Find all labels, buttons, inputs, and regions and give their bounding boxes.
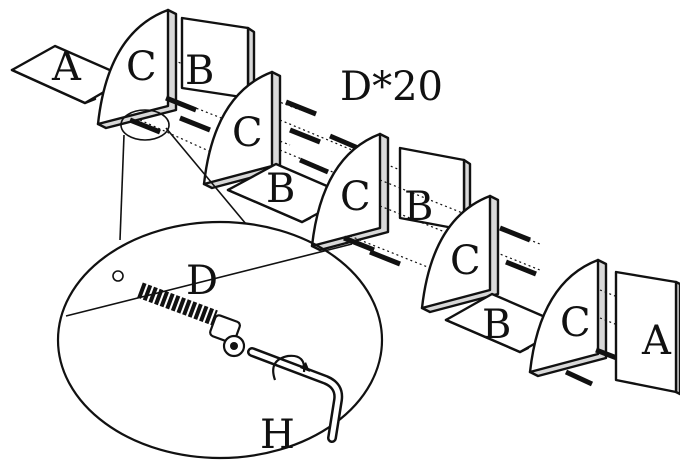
count-label: D*20 xyxy=(340,64,443,110)
panel-c-2: C xyxy=(202,70,282,190)
label-a-right: A xyxy=(641,318,672,364)
panel-c-3: C xyxy=(310,132,390,252)
screw-d-detail: D xyxy=(137,258,246,358)
screws-group-1 xyxy=(129,95,321,145)
label-b-2: B xyxy=(266,166,295,212)
label-a-left: A xyxy=(51,44,82,90)
zoom-callout xyxy=(56,109,384,460)
panel-c-5: C xyxy=(528,258,608,378)
label-c-4: C xyxy=(450,238,481,284)
label-b-1: B xyxy=(185,48,214,94)
label-c-5: C xyxy=(560,300,591,346)
panel-a-right: A xyxy=(614,270,680,396)
label-d: D xyxy=(186,258,218,304)
panel-b-3: B xyxy=(398,146,472,236)
allen-key-h: H xyxy=(247,347,344,458)
label-c-3: C xyxy=(340,174,371,220)
panel-a-left: A xyxy=(10,44,130,105)
label-c-1: C xyxy=(126,44,157,90)
panel-c-1: C xyxy=(96,8,178,130)
label-h: H xyxy=(260,412,295,458)
panel-c-4: C xyxy=(420,194,500,314)
label-b-4: B xyxy=(482,302,511,348)
label-c-2: C xyxy=(232,110,263,156)
screws-row-2 xyxy=(279,119,401,197)
